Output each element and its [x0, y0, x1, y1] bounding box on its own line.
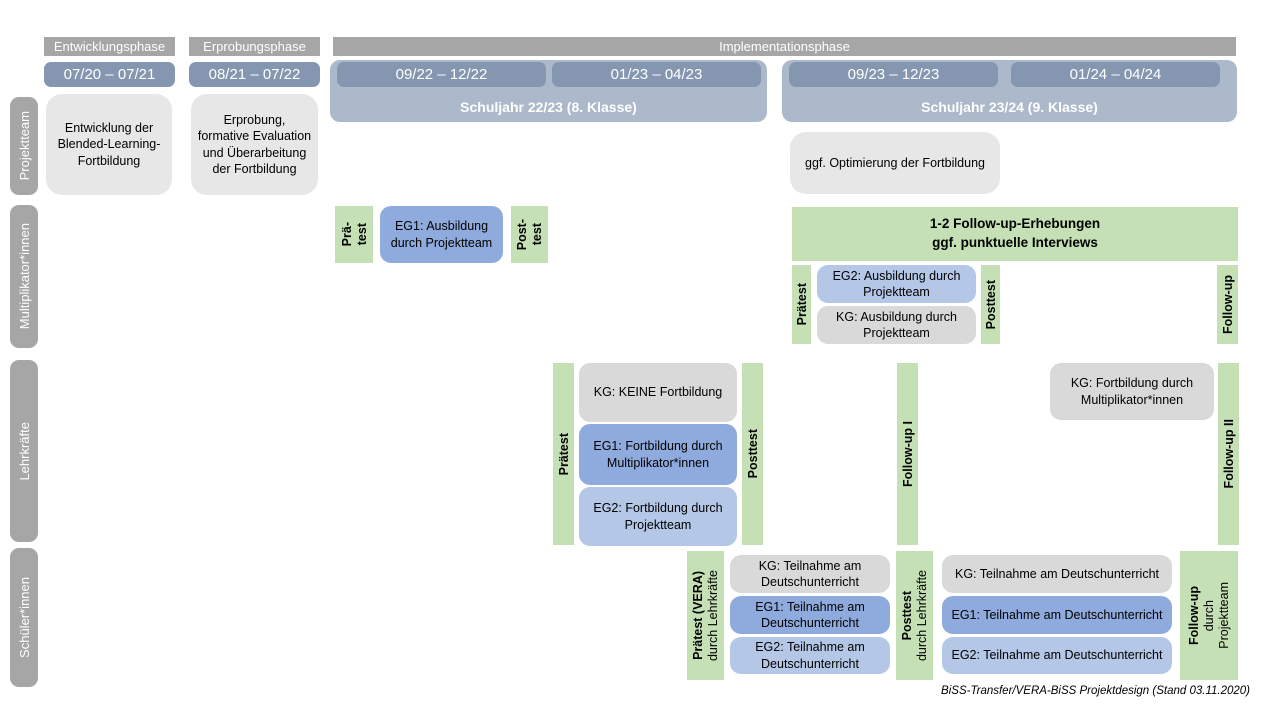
posttest-label: Posttest — [745, 429, 760, 479]
followup-strip-multiplikatoren: Follow-up — [1217, 265, 1238, 344]
school-year-label: Schuljahr 23/24 (9. Klasse) — [921, 99, 1098, 115]
praetest-label-line1: Prä- — [339, 222, 354, 247]
date-bar-0124-0424: 01/24 – 04/24 — [1011, 62, 1220, 87]
praetest-vera-strip-schueler: Prätest (VERA) durch Lehrkräfte — [687, 551, 724, 680]
posttest-label: Posttest — [983, 279, 998, 330]
date-bar-0720-0721: 07/20 – 07/21 — [44, 62, 175, 87]
date-bar-0123-0423: 01/23 – 04/23 — [552, 62, 761, 87]
row-label-projektteam: Projektteam — [10, 97, 38, 195]
praetest-strip-multiplikatoren-schuljahr1: Prä- test — [335, 206, 373, 263]
row-label-lehrkraefte: Lehrkräfte — [10, 360, 38, 542]
followup1-label: Follow-up I — [900, 421, 915, 487]
phase-bar-implementationsphase: Implementationsphase — [333, 37, 1236, 56]
phase-bar-entwicklungsphase: Entwicklungsphase — [44, 37, 175, 56]
posttest-strip-lehrkraefte: Posttest — [742, 363, 763, 545]
followup-projektteam-strip-schueler: Follow-up durch Projektteam — [1180, 551, 1238, 680]
kg-ausbildung-box: KG: Ausbildung durch Projektteam — [817, 306, 976, 344]
eg1-deutschunterricht-box-1: EG1: Teilnahme am Deutschunterricht — [730, 596, 890, 634]
durch-lehrkraefte-label: durch Lehrkräfte — [915, 569, 929, 662]
posttest-label: Posttest — [900, 590, 914, 641]
phase-bar-erprobungsphase: Erprobungsphase — [189, 37, 320, 56]
durch-label: durch — [1202, 599, 1216, 632]
followup-erhebungen-box: 1-2 Follow-up-Erhebungen ggf. punktuelle… — [792, 207, 1238, 261]
projektteam-label: Projektteam — [1217, 582, 1231, 649]
praetest-strip-lehrkraefte: Prätest — [553, 363, 574, 545]
eg2-deutschunterricht-box-1: EG2: Teilnahme am Deutschunterricht — [730, 637, 890, 674]
kg-fortbildung-multiplikatoren-box: KG: Fortbildung durch Multiplikator*inne… — [1050, 363, 1214, 420]
footer-caption: BiSS-Transfer/VERA-BiSS Projektdesign (S… — [941, 685, 1250, 697]
followup-erhebungen-line2: ggf. punktuelle Interviews — [932, 235, 1098, 250]
erprobung-evaluation-box: Erprobung, formative Evaluation und Über… — [191, 94, 318, 195]
kg-keine-fortbildung-box: KG: KEINE Fortbildung — [579, 363, 737, 422]
followup2-strip-lehrkraefte: Follow-up II — [1218, 363, 1239, 545]
eg2-deutschunterricht-box-2: EG2: Teilnahme am Deutschunterricht — [942, 637, 1172, 674]
optimierung-fortbildung-box: ggf. Optimierung der Fortbildung — [790, 132, 1000, 194]
praetest-label: Prätest — [556, 432, 571, 476]
posttest-label-line1: Post- — [515, 218, 529, 251]
eg1-fortbildung-multiplikatoren-box: EG1: Fortbildung durch Multiplikator*inn… — [579, 424, 737, 485]
row-label-multiplikatoren: Multiplikator*innen — [10, 205, 38, 348]
followup-label: Follow-up — [1187, 585, 1201, 645]
followup-label: Follow-up — [1220, 274, 1235, 334]
school-year-label: Schuljahr 22/23 (8. Klasse) — [460, 99, 637, 115]
date-bar-0821-0722: 08/21 – 07/22 — [189, 62, 320, 87]
posttest-strip-multiplikatoren-schuljahr2: Posttest — [981, 265, 1000, 344]
praetest-label: Prätest — [794, 283, 809, 326]
durch-lehrkraefte-label: durch Lehrkräfte — [706, 569, 720, 662]
eg1-ausbildung-box: EG1: Ausbildung durch Projektteam — [380, 206, 503, 263]
row-label-text: Multiplikator*innen — [16, 223, 32, 330]
followup-erhebungen-line1: 1-2 Follow-up-Erhebungen — [929, 216, 1101, 232]
eg1-deutschunterricht-box-2: EG1: Teilnahme am Deutschunterricht — [942, 596, 1172, 634]
posttest-strip-schueler: Posttest durch Lehrkräfte — [896, 551, 933, 680]
date-bar-0923-1223: 09/23 – 12/23 — [789, 62, 998, 87]
row-label-text: Schüler*innen — [16, 577, 32, 658]
praetest-strip-multiplikatoren-schuljahr2: Prätest — [792, 265, 811, 344]
date-bar-0922-1222: 09/22 – 12/22 — [337, 62, 546, 87]
followup1-strip-lehrkraefte: Follow-up I — [897, 363, 918, 545]
row-label-text: Lehrkräfte — [16, 421, 32, 481]
posttest-label-line2: test — [530, 223, 544, 246]
followup2-label: Follow-up II — [1221, 419, 1236, 489]
eg2-fortbildung-projektteam-box: EG2: Fortbildung durch Projektteam — [579, 487, 737, 546]
kg-deutschunterricht-box-1: KG: Teilnahme am Deutschunterricht — [730, 555, 890, 593]
eg2-ausbildung-box: EG2: Ausbildung durch Projektteam — [817, 265, 976, 303]
row-label-text: Projektteam — [16, 111, 32, 181]
praetest-vera-label: Prätest (VERA) — [691, 571, 705, 660]
row-label-schueler: Schüler*innen — [10, 548, 38, 687]
posttest-strip-multiplikatoren-schuljahr1: Post- test — [511, 206, 548, 263]
kg-deutschunterricht-box-2: KG: Teilnahme am Deutschunterricht — [942, 555, 1172, 593]
praetest-label-line2: test — [354, 223, 369, 246]
entwicklung-fortbildung-box: Entwicklung der Blended-Learning-Fortbil… — [46, 94, 172, 195]
